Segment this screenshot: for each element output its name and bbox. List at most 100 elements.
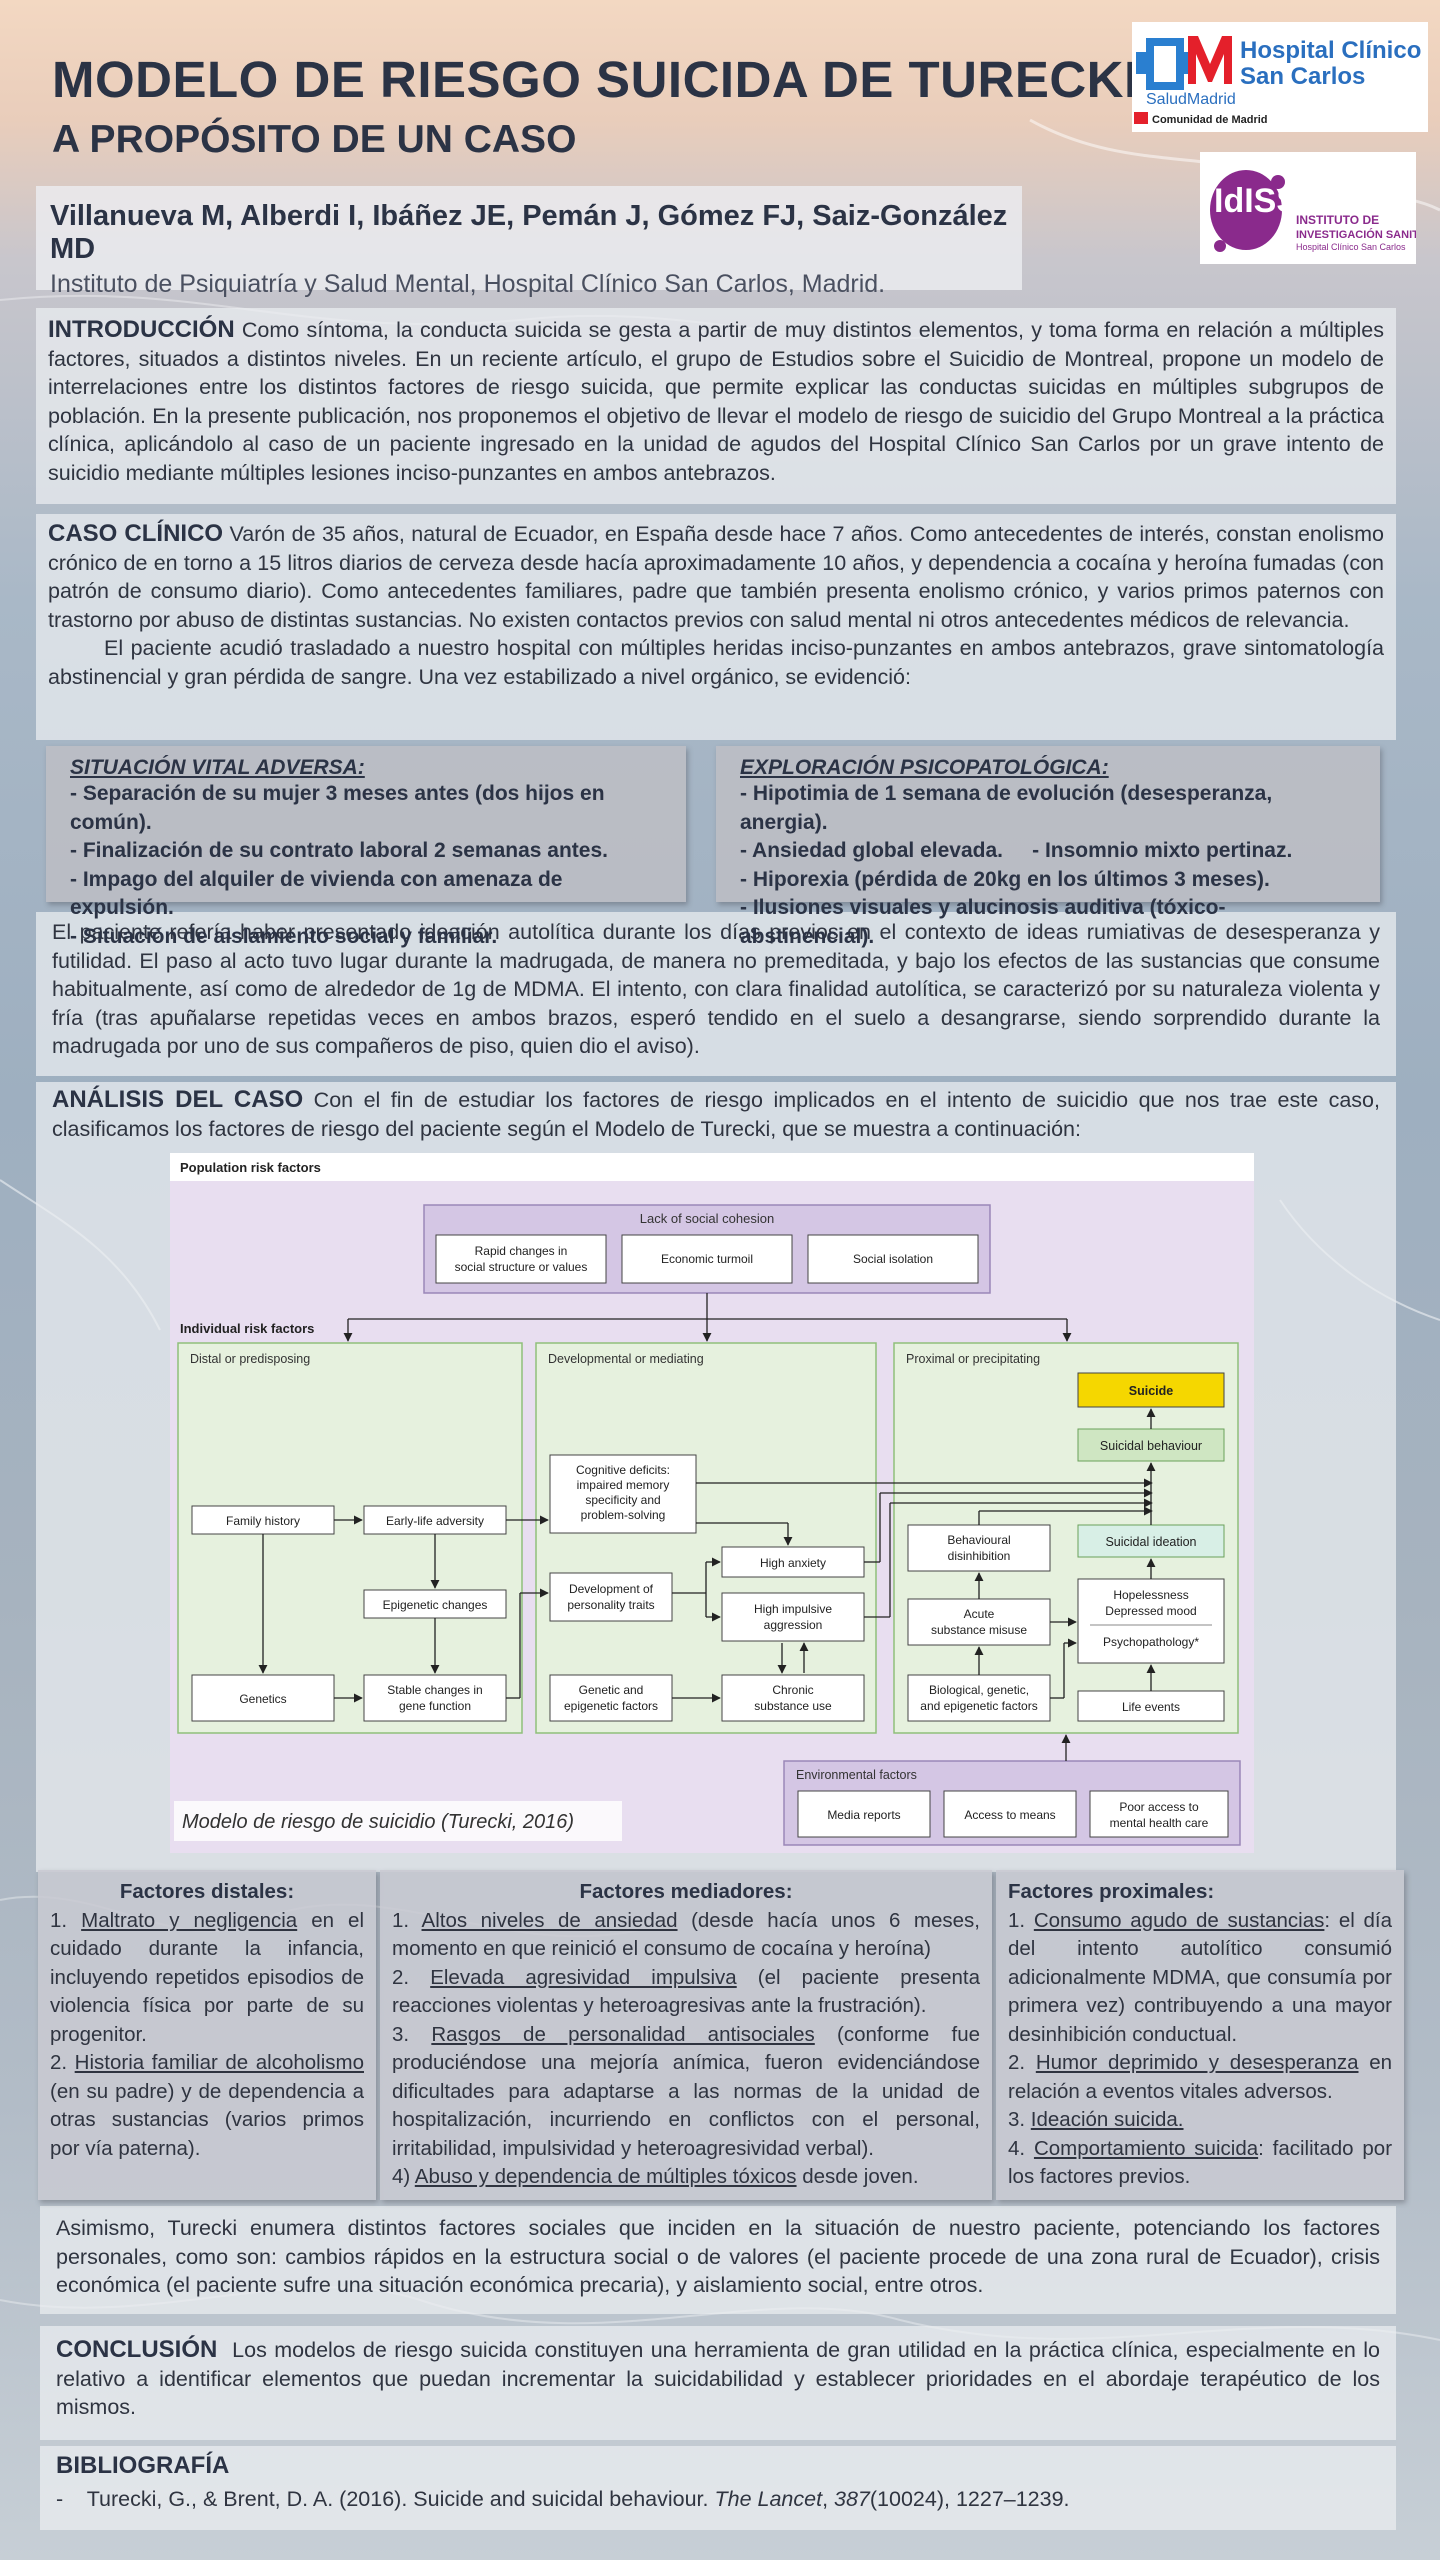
svg-text:Media reports: Media reports — [827, 1808, 900, 1822]
factores-proximales: Factores proximales: 1. Consumo agudo de… — [996, 1870, 1404, 2200]
suicide-box — [1077, 1372, 1225, 1408]
mediadores-title: Factores mediadores: — [579, 1880, 793, 1903]
svg-text:Cognitive deficits:: Cognitive deficits: — [576, 1463, 670, 1477]
svg-text:INSTITUTO DE: INSTITUTO DE — [1296, 213, 1379, 227]
developmental-column — [535, 1342, 877, 1734]
biblio-heading: BIBLIOGRAFÍA — [56, 2452, 230, 2479]
caso-heading: CASO CLÍNICO — [48, 520, 224, 547]
svg-text:Distal or predisposing: Distal or predisposing — [190, 1352, 310, 1366]
svg-text:Hospital Clínico: Hospital Clínico — [1240, 37, 1421, 64]
exploracion-item: - Hiporexia (pérdida de 20kg en los últi… — [740, 867, 1270, 891]
situacion-box: SITUACIÓN VITAL ADVERSA: - Separación de… — [46, 746, 686, 948]
svg-text:Genetics: Genetics — [239, 1692, 286, 1706]
poster-subtitle: A PROPÓSITO DE UN CASO — [52, 118, 577, 161]
caso-section: CASO CLÍNICO Varón de 35 años, natural d… — [36, 514, 1396, 740]
hospital-logo-graphic: Hospital Clínico San Carlos SaludMadrid … — [1134, 36, 1421, 126]
svg-text:Rapid changes in: Rapid changes in — [475, 1244, 568, 1258]
intro-section: INTRODUCCIÓN Como síntoma, la conducta s… — [36, 308, 1396, 504]
svg-text:and epigenetic factors: and epigenetic factors — [920, 1699, 1037, 1713]
situacion-item: - Separación de su mujer 3 meses antes (… — [70, 782, 605, 834]
svg-text:social structure or values: social structure or values — [455, 1260, 588, 1274]
exploracion-item: - Hipotimia de 1 semana de evolución (de… — [740, 782, 1273, 834]
svg-text:Economic turmoil: Economic turmoil — [661, 1252, 753, 1266]
asimismo-section: Asimismo, Turecki enumera distintos fact… — [40, 2206, 1396, 2314]
svg-text:San Carlos: San Carlos — [1240, 63, 1365, 90]
biblio-reference: - Turecki, G., & Brent, D. A. (2016). Su… — [56, 2486, 1070, 2511]
svg-text:Hospital Clínico San Carlos: Hospital Clínico San Carlos — [1296, 242, 1406, 252]
svg-text:epigenetic factors: epigenetic factors — [564, 1699, 658, 1713]
exploracion-box: EXPLORACIÓN PSICOPATOLÓGICA: - Hipotimia… — [716, 746, 1380, 948]
turecki-model-figure: Population risk factors Lack of social c… — [170, 1153, 1254, 1853]
svg-text:disinhibition: disinhibition — [948, 1549, 1011, 1563]
svg-text:High impulsive: High impulsive — [754, 1602, 832, 1616]
conclusion-heading: CONCLUSIÓN — [56, 2336, 218, 2363]
exploracion-item: - Ilusiones visuales y alucinosis auditi… — [740, 896, 1226, 948]
intro-text: Como síntoma, la conducta suicida se ges… — [48, 318, 1384, 485]
poster-title: MODELO DE RIESGO SUICIDA DE TURECKI — [52, 51, 1139, 108]
situacion-title: SITUACIÓN VITAL ADVERSA: — [70, 756, 365, 779]
hospital-logo: Hospital Clínico San Carlos SaludMadrid … — [1132, 22, 1428, 132]
ink-splash-icon — [1210, 170, 1282, 250]
svg-text:Psychopathology*: Psychopathology* — [1103, 1635, 1199, 1649]
svg-text:Development of: Development of — [569, 1582, 654, 1596]
svg-text:substance use: substance use — [754, 1699, 832, 1713]
situacion-item: - Situación de aislamiento social y fami… — [70, 924, 498, 948]
idissc-logo: IdISSC INSTITUTO DE INVESTIGACIÓN SANITA… — [1200, 152, 1440, 264]
svg-text:Access to means: Access to means — [964, 1808, 1055, 1822]
svg-text:Suicidal behaviour: Suicidal behaviour — [1100, 1439, 1202, 1453]
distal-column — [177, 1342, 523, 1734]
svg-text:personality traits: personality traits — [567, 1598, 654, 1612]
svg-text:substance misuse: substance misuse — [931, 1623, 1027, 1637]
svg-text:Suicidal ideation: Suicidal ideation — [1105, 1535, 1196, 1549]
caso-text-1: Varón de 35 años, natural de Ecuador, en… — [48, 522, 1384, 632]
relato-section: El paciente refería haber presentado ide… — [36, 912, 1396, 1076]
factores-mediadores: Factores mediadores: 1. Altos niveles de… — [380, 1870, 992, 2200]
analisis-text: Con el fin de estudiar los factores de r… — [52, 1088, 1380, 1141]
conclusion-text: Los modelos de riesgo suicida constituye… — [56, 2338, 1380, 2419]
analisis-heading: ANÁLISIS DEL CASO — [52, 1086, 304, 1113]
m-logo-icon — [1188, 36, 1232, 84]
svg-text:impaired memory: impaired memory — [577, 1478, 670, 1492]
svg-text:IdISSC: IdISSC — [1214, 182, 1324, 220]
svg-text:Life events: Life events — [1122, 1700, 1180, 1714]
exploracion-title: EXPLORACIÓN PSICOPATOLÓGICA: — [740, 756, 1109, 779]
svg-text:Chronic: Chronic — [772, 1683, 813, 1697]
biblio-section: BIBLIOGRAFÍA - Turecki, G., & Brent, D. … — [40, 2446, 1396, 2530]
svg-text:INVESTIGACIÓN SANITARIA: INVESTIGACIÓN SANITARIA — [1296, 228, 1416, 241]
intro-heading: INTRODUCCIÓN — [48, 316, 235, 343]
turecki-diagram: Population risk factors Lack of social c… — [170, 1153, 1254, 1846]
svg-text:High anxiety: High anxiety — [760, 1556, 826, 1570]
svg-text:Developmental or mediating: Developmental or mediating — [548, 1352, 704, 1366]
svg-text:Stable changes in: Stable changes in — [387, 1683, 482, 1697]
svg-text:problem-solving: problem-solving — [581, 1508, 666, 1522]
authors-panel: Villanueva M, Alberdi I, Ibáñez JE, Pemá… — [36, 186, 1022, 298]
figure-caption: Modelo de riesgo de suicidio (Turecki, 2… — [182, 1811, 574, 1833]
svg-text:Acute: Acute — [964, 1607, 995, 1621]
situacion-item: - Impago del alquiler de vivienda con am… — [70, 867, 563, 920]
affiliation: Instituto de Psiquiatría y Salud Mental,… — [50, 270, 886, 298]
svg-text:Hopelessness: Hopelessness — [1113, 1588, 1188, 1602]
svg-text:Depressed mood: Depressed mood — [1105, 1604, 1196, 1618]
svg-text:gene function: gene function — [399, 1699, 471, 1713]
individual-label: Individual risk factors — [180, 1321, 314, 1336]
situacion-item: - Finalización de su contrato laboral 2 … — [70, 839, 608, 862]
distales-title: Factores distales: — [119, 1880, 295, 1903]
svg-text:Suicide: Suicide — [1129, 1384, 1174, 1398]
authors: Villanueva M, Alberdi I, Ibáñez JE, Pemá… — [50, 200, 1008, 265]
caso-text-2: El paciente acudió trasladado a nuestro … — [48, 636, 1384, 689]
exploracion-item: - Ansiedad global elevada. - Insomnio mi… — [740, 839, 1293, 862]
population-label: Population risk factors — [180, 1160, 321, 1175]
svg-text:mental health care: mental health care — [1110, 1816, 1209, 1830]
svg-text:Lack of social cohesion: Lack of social cohesion — [640, 1211, 774, 1226]
conclusion-section: CONCLUSIÓN Los modelos de riesgo suicida… — [40, 2326, 1396, 2440]
proximales-title: Factores proximales: — [1008, 1880, 1215, 1903]
svg-text:Proximal or precipitating: Proximal or precipitating — [906, 1352, 1040, 1366]
factores-distales: Factores distales: 1. Maltrato y neglige… — [38, 1870, 376, 2200]
svg-text:SaludMadrid: SaludMadrid — [1146, 91, 1236, 108]
svg-text:Social isolation: Social isolation — [853, 1252, 933, 1266]
svg-text:Genetic and: Genetic and — [579, 1683, 644, 1697]
svg-text:Poor access to: Poor access to — [1119, 1800, 1199, 1814]
svg-text:Behavioural: Behavioural — [947, 1533, 1010, 1547]
svg-text:Family history: Family history — [226, 1514, 300, 1528]
svg-text:Environmental factors: Environmental factors — [796, 1768, 917, 1782]
